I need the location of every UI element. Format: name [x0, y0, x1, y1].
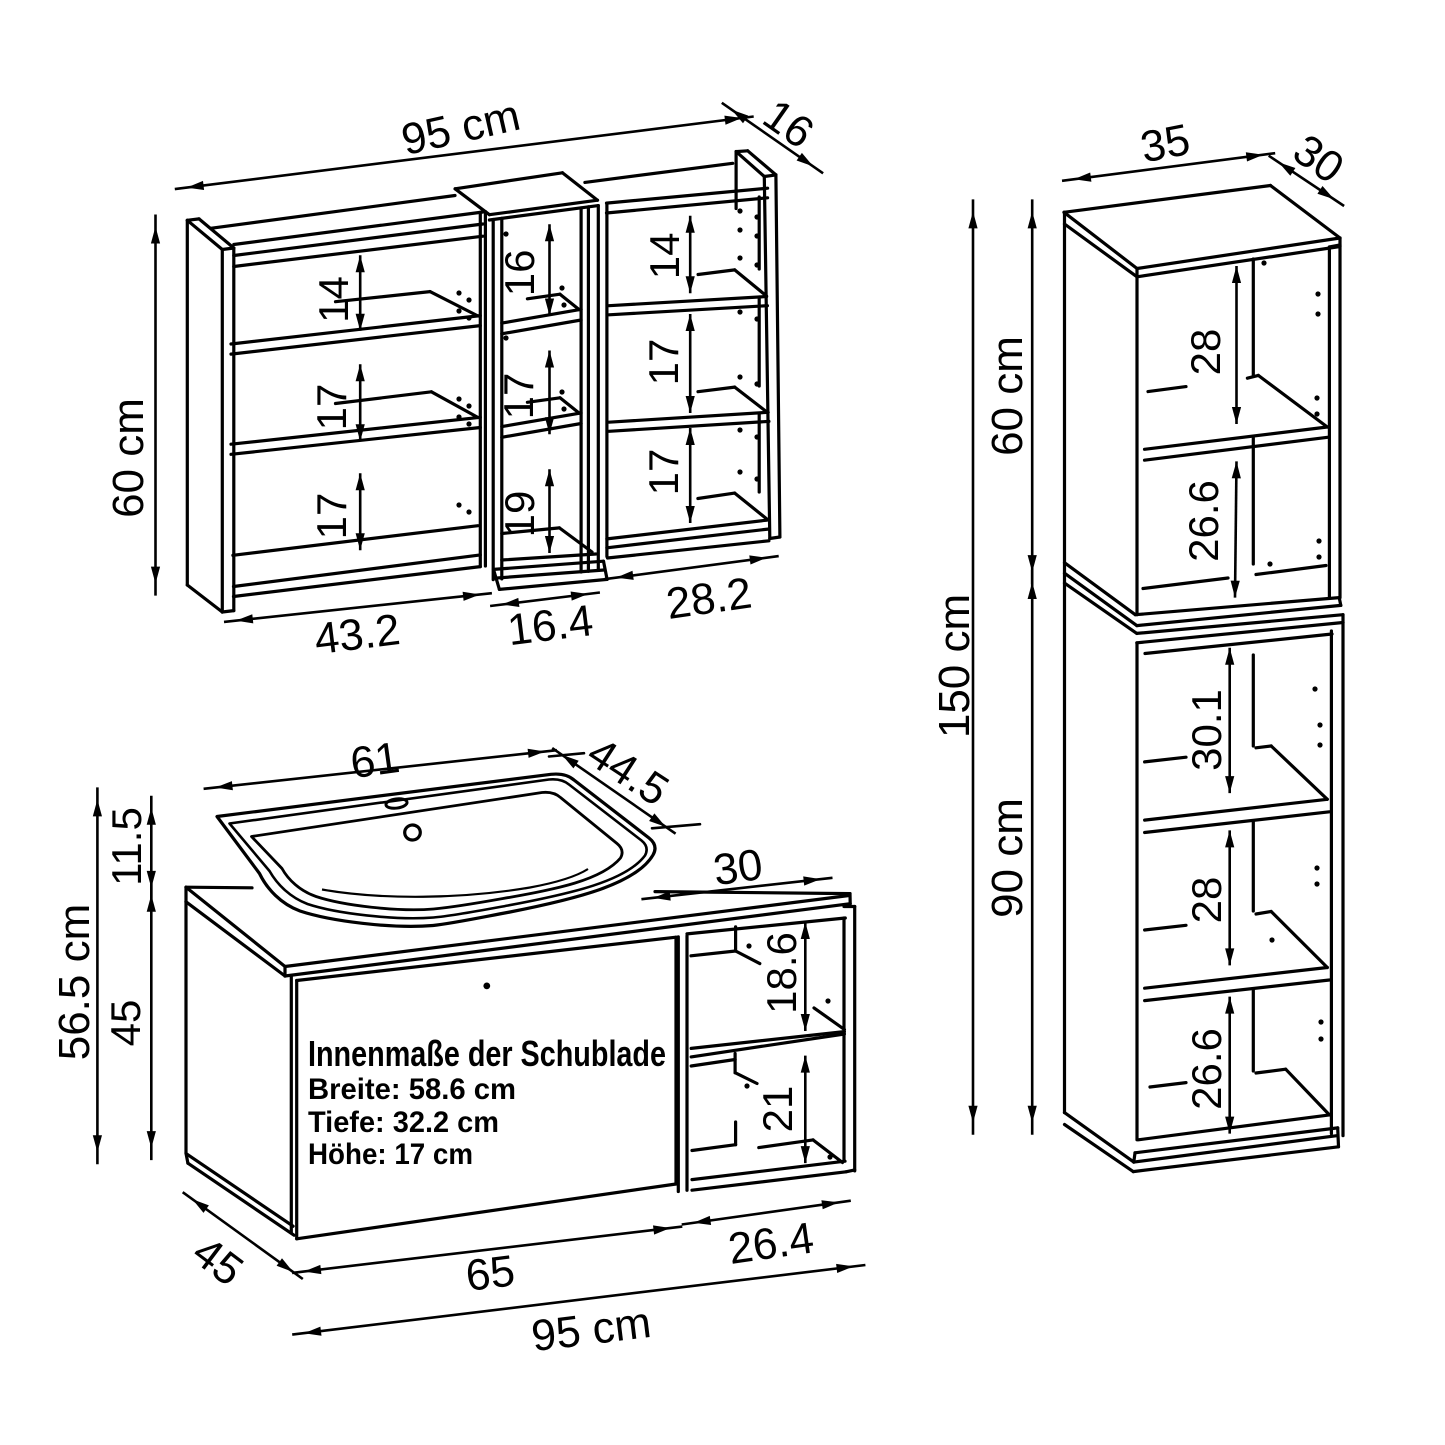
svg-text:18.6: 18.6: [758, 932, 805, 1014]
svg-text:60 cm: 60 cm: [104, 398, 153, 518]
svg-text:Innenmaße der Schublade: Innenmaße der Schublade: [308, 1033, 666, 1074]
svg-text:35: 35: [1137, 115, 1194, 172]
svg-text:Höhe: 17 cm: Höhe: 17 cm: [308, 1138, 473, 1171]
svg-text:65: 65: [463, 1246, 518, 1301]
svg-text:17: 17: [308, 493, 355, 540]
svg-text:21: 21: [754, 1086, 801, 1133]
svg-text:90 cm: 90 cm: [983, 798, 1032, 918]
svg-text:61: 61: [347, 733, 402, 788]
svg-text:Tiefe: 32.2 cm: Tiefe: 32.2 cm: [308, 1106, 499, 1139]
svg-text:17: 17: [495, 373, 542, 420]
svg-text:17: 17: [308, 384, 355, 431]
svg-text:17: 17: [640, 449, 687, 496]
svg-text:28: 28: [1182, 329, 1229, 376]
svg-text:28.2: 28.2: [663, 568, 755, 628]
svg-text:Breite: 58.6 cm: Breite: 58.6 cm: [308, 1073, 516, 1106]
svg-text:150 cm: 150 cm: [930, 594, 979, 738]
svg-text:17: 17: [640, 339, 687, 386]
svg-text:26.6: 26.6: [1183, 1028, 1230, 1110]
svg-text:14: 14: [641, 233, 688, 280]
svg-text:30.1: 30.1: [1183, 689, 1230, 771]
svg-text:26.4: 26.4: [725, 1213, 817, 1273]
svg-text:19: 19: [496, 491, 543, 538]
svg-text:43.2: 43.2: [312, 605, 403, 664]
svg-text:11.5: 11.5: [103, 807, 150, 886]
svg-text:28: 28: [1183, 877, 1230, 924]
svg-text:16: 16: [496, 250, 543, 297]
svg-text:56.5 cm: 56.5 cm: [50, 904, 99, 1061]
svg-text:45: 45: [102, 1000, 149, 1047]
svg-text:30: 30: [710, 840, 765, 895]
svg-text:16.4: 16.4: [505, 596, 596, 655]
svg-text:14: 14: [310, 276, 357, 323]
svg-text:26.6: 26.6: [1180, 480, 1227, 562]
svg-text:60 cm: 60 cm: [983, 336, 1032, 456]
